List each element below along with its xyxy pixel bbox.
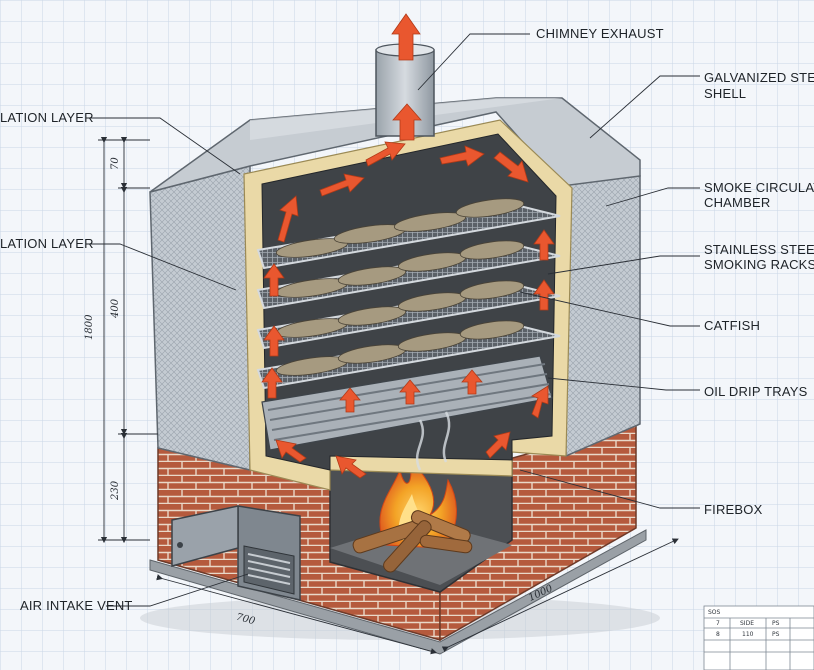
arrow-firebox-right <box>485 431 511 459</box>
left-wall-shell <box>149 165 251 471</box>
arrow-chimney-exit <box>391 13 421 61</box>
dim-height-top: 70 <box>110 157 121 170</box>
arrow-right-1 <box>533 229 555 261</box>
arrow-right-low <box>531 385 549 419</box>
label-smoke-circulation-line2: CHAMBER <box>704 195 771 210</box>
catfish <box>275 198 525 376</box>
arrow-top-right-2 <box>493 151 529 183</box>
title-block-r3c3: PS <box>772 631 780 638</box>
label-air-intake-vent: AIR INTAKE VENT <box>20 598 133 613</box>
arrow-top-right-1 <box>439 145 485 167</box>
door-handle[interactable] <box>177 542 183 548</box>
leader-lines <box>88 33 700 607</box>
title-block-r2c1: 7 <box>716 620 720 627</box>
label-racks-line2: SMOKING RACKS <box>704 257 814 272</box>
label-smoke-circulation-line1: SMOKE CIRCULAT <box>704 180 814 195</box>
title-block <box>703 605 814 670</box>
title-block-r2c2: SIDE <box>740 620 754 627</box>
arrow-left-mid-2 <box>263 325 285 357</box>
dim-height-base: 230 <box>110 480 121 500</box>
dim-height-total: 1800 <box>84 314 95 340</box>
smoke-wisps <box>415 411 451 471</box>
arrow-top-left-1 <box>319 173 365 197</box>
label-insulation-layer-top: LATION LAYER <box>0 110 94 125</box>
title-block-r1c1: SOS <box>708 609 721 616</box>
label-insulation-layer-mid: LATION LAYER <box>0 236 94 251</box>
label-galvanized-steel-shell-line1: GALVANIZED STEEL <box>704 70 814 85</box>
firebox-door-open[interactable] <box>171 505 239 567</box>
label-chimney-exhaust: CHIMNEY EXHAUST <box>536 26 664 41</box>
label-oil-drip-trays: OIL DRIP TRAYS <box>704 384 808 399</box>
smoking-racks <box>256 204 561 390</box>
arrow-firebox-mid <box>335 455 367 479</box>
dimension-lines <box>98 136 679 655</box>
title-block-r3c2: 110 <box>742 631 754 638</box>
arrow-left-up <box>277 195 299 243</box>
arrow-chimney-rise <box>392 103 422 141</box>
arrow-tray-1 <box>339 387 361 413</box>
arrow-tray-3 <box>461 369 483 395</box>
label-catfish: CATFISH <box>704 318 761 333</box>
arrow-left-low <box>261 367 283 399</box>
dim-height-middle: 400 <box>110 298 121 318</box>
arrow-firebox-left <box>275 439 307 463</box>
right-wall-shell <box>561 175 641 458</box>
title-block-r3c1: 8 <box>716 631 720 638</box>
arrow-left-mid-1 <box>263 263 285 297</box>
label-racks-line1: STAINLESS STEEL <box>704 242 814 257</box>
title-block-r2c3: PS <box>772 620 780 627</box>
arrow-right-2 <box>533 279 555 311</box>
label-firebox: FIREBOX <box>704 502 763 517</box>
label-galvanized-steel-shell-line2: SHELL <box>704 86 747 101</box>
arrow-top-left-2 <box>365 141 406 167</box>
arrow-tray-2 <box>399 379 421 405</box>
heat-flow-arrows <box>261 13 555 479</box>
